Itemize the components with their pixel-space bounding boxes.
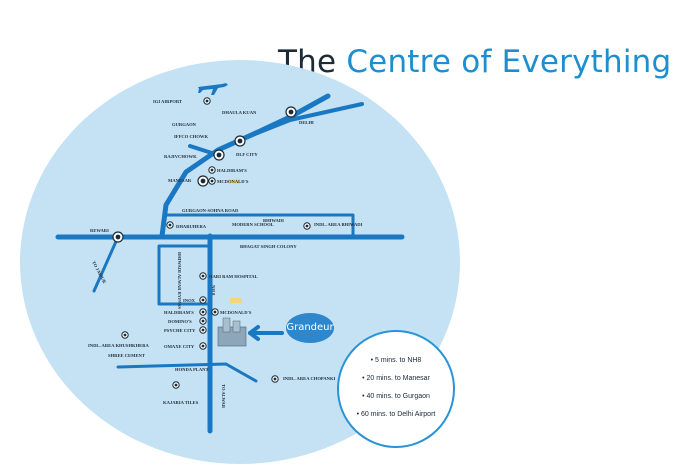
distance-info-circle: • 5 mins. to NH8 • 20 mins. to Manesar •…: [337, 330, 455, 448]
airplane-icon: [198, 83, 228, 95]
poi-markers: [121, 97, 311, 389]
road-rajiv-chowk: [188, 144, 220, 157]
label-hari-ram-hospital: HARI RAM HOSPITAL: [209, 274, 258, 279]
label-haldirams-mid: HALDIRAM'S: [164, 310, 194, 315]
label-kajaria-tiles: KAJARIA TILES: [163, 400, 199, 405]
label-igi-airport: IGI AIRPORT: [153, 99, 182, 104]
road-alwar-loop: [157, 244, 212, 306]
label-to-alwar: TO ALWAR: [221, 384, 226, 409]
mcdonalds-logo-icon: [228, 179, 240, 184]
label-bhiwadi: BHIWADI: [263, 218, 284, 223]
label-bhiwadi-alwar-bypass: BHIWADI ALWAR BYPASS: [177, 252, 182, 309]
label-delhi: DELHI: [299, 120, 314, 125]
road-bhiwadi-loop: [164, 213, 355, 239]
label-indl-area-chopanki: INDL. AREA CHOPANKI: [283, 376, 336, 381]
label-rajiv-chowk: RAJIVCHOWK: [164, 154, 197, 159]
distance-line: • 60 mins. to Delhi Airport: [356, 411, 436, 418]
label-dharuhera: DHARUHERA: [176, 224, 207, 229]
label-iffco-chowk: IFFCO CHOWK: [174, 134, 208, 139]
road-nh8-delhi-branch: [238, 102, 364, 142]
road-jaipur: [92, 235, 120, 293]
label-dominos: DOMINO'S: [168, 319, 192, 324]
title-part-centre: Centre of Everything: [346, 44, 672, 80]
label-psyche-city: PSYCHE CITY: [164, 328, 196, 333]
label-indl-area-khushkhera: INDL. AREA KHUSHKHERA: [88, 343, 150, 348]
distance-line: • 40 mins. to Gurgaon: [362, 393, 430, 400]
label-nh8-road: NH 8: [211, 285, 216, 296]
label-dlf-city: DLF CITY: [236, 152, 258, 157]
label-omaxe-city: OMAXE CITY: [164, 344, 195, 349]
label-rewari: REWARI: [90, 228, 109, 233]
road-khushkhera: [116, 362, 258, 383]
label-mcdonalds-mid: MCDONALD'S: [220, 310, 252, 315]
distance-line: • 5 mins. to NH8: [370, 357, 422, 364]
label-haldirams-top: HALDIRAM'S: [217, 168, 247, 173]
junctions: [112, 106, 297, 243]
label-gurgaon: GURGAON: [172, 122, 197, 127]
property-badge: Grandeur: [286, 313, 334, 343]
label-modern-school: MODERN SCHOOL: [232, 222, 274, 227]
distance-line: • 20 mins. to Manesar: [362, 375, 430, 382]
label-bhagat-singh-colony: BHAGAT SINGH COLONY: [240, 244, 297, 249]
building-icon: [217, 317, 247, 347]
label-shree-cement: SHREE CEMENT: [108, 353, 145, 358]
label-indl-area-bhiwadi: INDL. AREA BHIWADI: [314, 222, 363, 227]
arrow-head: [248, 325, 260, 341]
label-gurgaon-bypass: GURGAON-SOHNA ROAD: [182, 208, 239, 213]
label-honda-plant: HONDA PLANT: [175, 367, 209, 372]
page-title: The Centre of Everything: [278, 44, 671, 80]
mcdonalds-logo-icon: [230, 298, 242, 303]
label-dhaula-kuan: DHAULA KUAN: [222, 110, 257, 115]
label-mcdonalds-top: MCDONALD'S: [217, 179, 249, 184]
label-manesar: MANESAR: [168, 178, 192, 183]
label-inox: INOX: [183, 298, 196, 303]
